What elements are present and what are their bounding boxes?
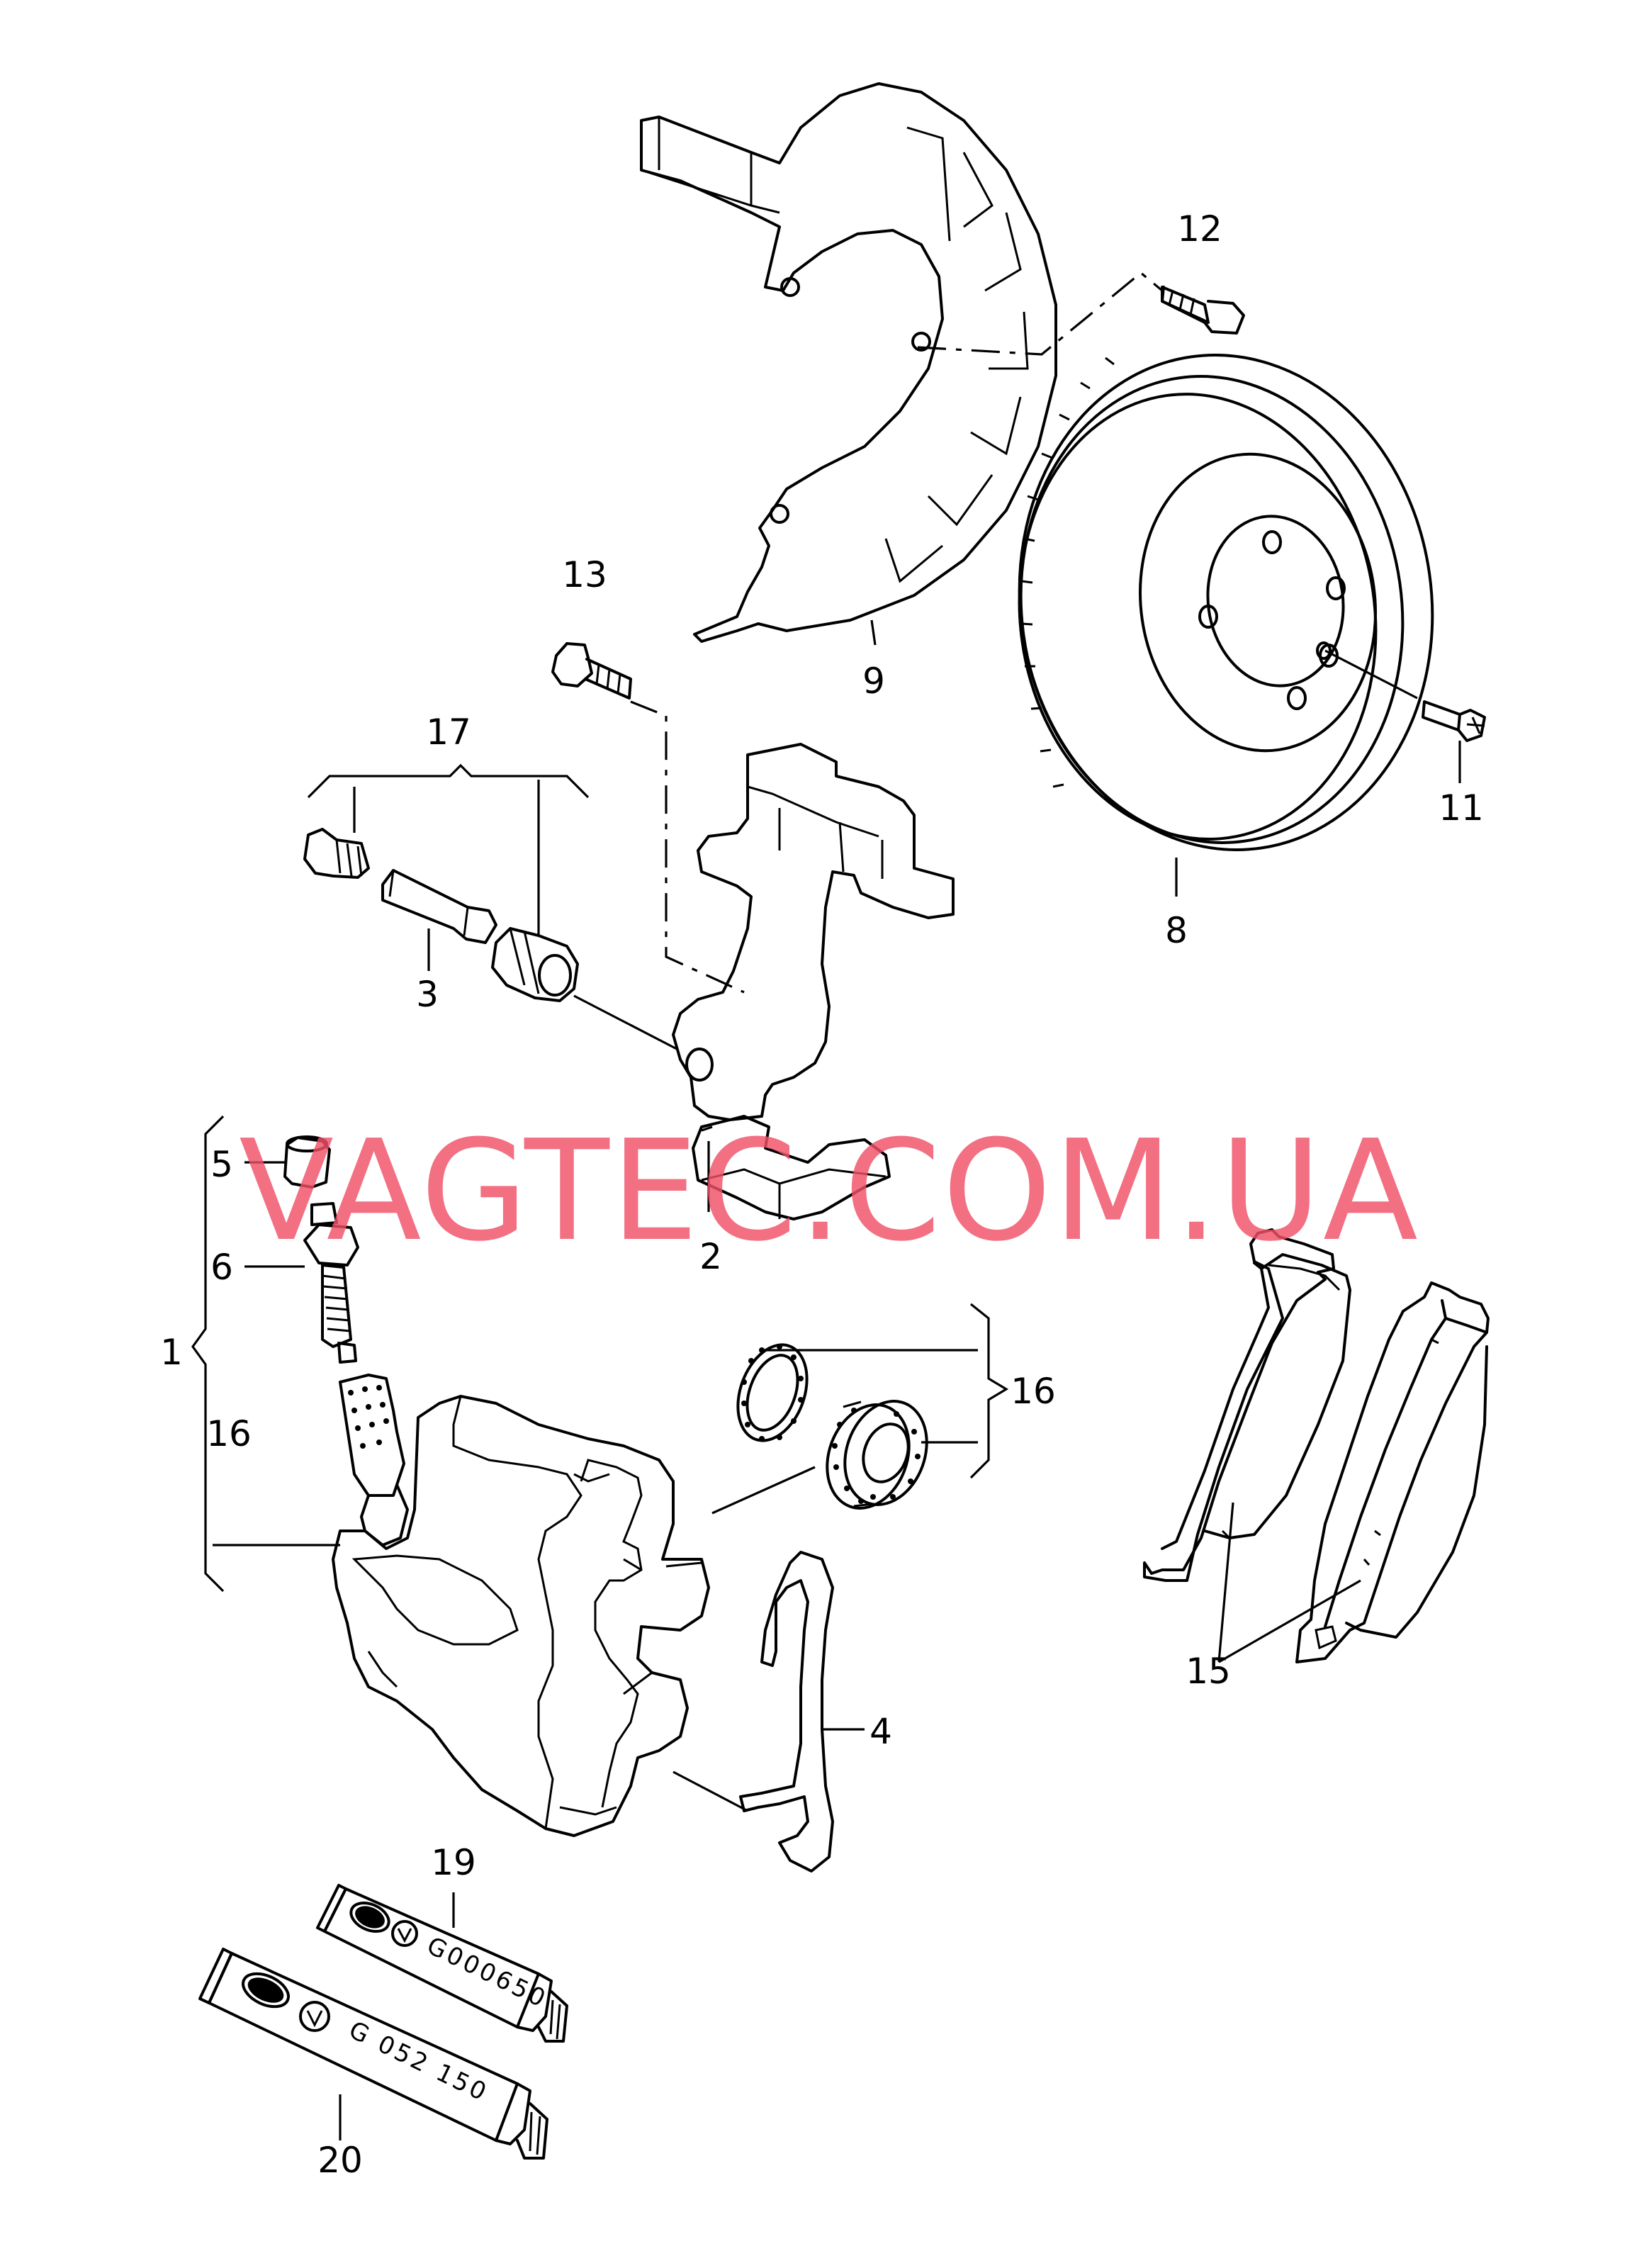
grease-tube-19: G000650 [316,1884,568,2043]
brake-pad-inner [1143,1228,1351,1582]
label-15: 15 [1186,1651,1231,1692]
label-13: 13 [562,554,607,595]
caliper-housing [332,1374,710,1837]
disc-screw [1422,700,1486,742]
retaining-spring [739,1551,834,1873]
bracket-1 [191,1115,225,1593]
part-labels: 12 9 13 17 11 8 3 5 6 2 1 16 16 4 15 19 … [160,208,1484,2181]
bleeder-valve [303,1202,359,1364]
label-6: 6 [210,1247,233,1288]
bolt-13 [551,642,632,700]
label-12: 12 [1177,208,1222,249]
piston-seal [736,1343,809,1442]
label-17: 17 [426,712,471,753]
brake-pad-outer [1295,1281,1490,1663]
label-20: 20 [317,2140,363,2181]
leader-lines [213,271,1461,2140]
label-1: 1 [160,1332,183,1373]
watermark: VAGTEC.COM.UA [239,1111,1419,1272]
piston [826,1400,928,1510]
guide-bushing [491,927,579,1002]
label-4: 4 [869,1711,892,1752]
splash-shield [640,82,1057,643]
brake-disc [1018,354,1434,851]
bleeder-cap [283,1135,331,1189]
bracket-17 [307,763,590,799]
label-2: 2 [699,1236,722,1277]
guide-cap [303,828,370,879]
label-3: 3 [416,974,439,1015]
label-11: 11 [1439,787,1484,829]
label-16-right: 16 [1011,1371,1056,1412]
caliper-carrier [672,743,955,1220]
guide-pin-3 [381,869,497,944]
bracket-16 [969,1303,1009,1479]
label-19: 19 [431,1842,476,1883]
bolt-12 [1161,286,1245,335]
label-5: 5 [210,1144,233,1185]
label-16-left: 16 [206,1413,252,1454]
label-8: 8 [1165,910,1188,951]
label-9: 9 [862,661,885,702]
